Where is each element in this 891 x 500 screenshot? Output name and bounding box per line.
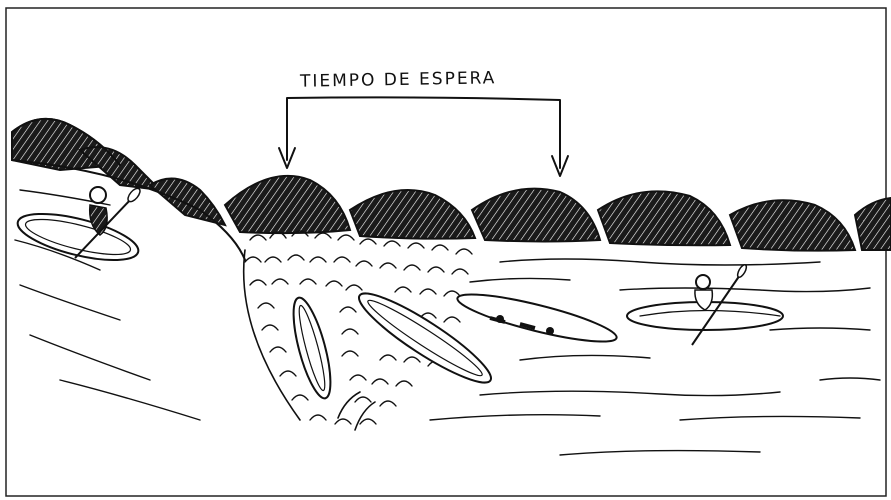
wave-face bbox=[11, 159, 301, 421]
waiting-time-bracket bbox=[278, 96, 569, 177]
tumbling-kayaks bbox=[292, 292, 618, 400]
whitewater-foam bbox=[244, 230, 473, 425]
water-ripples bbox=[14, 189, 881, 456]
kayaker-left bbox=[16, 186, 141, 262]
kayaker-right bbox=[626, 264, 784, 346]
wave-crests bbox=[223, 174, 891, 252]
wave-crest-left bbox=[11, 117, 227, 227]
panel-frame bbox=[5, 7, 887, 497]
caption-label: TIEMPO DE ESPERA bbox=[299, 68, 497, 92]
splash bbox=[337, 391, 376, 431]
